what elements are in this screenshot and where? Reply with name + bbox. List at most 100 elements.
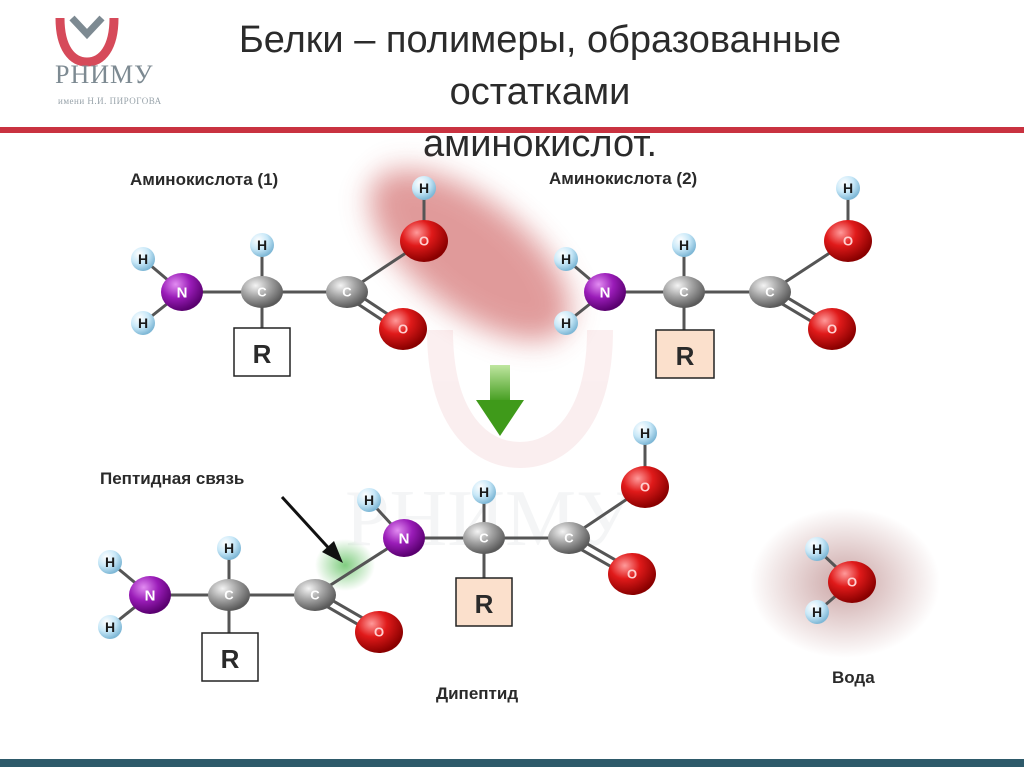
atom-symbol: C	[679, 285, 689, 300]
oxygen-atom: O	[608, 553, 656, 595]
atom-symbol: H	[640, 425, 650, 441]
logo-subtext: имени Н.И. ПИРОГОВА	[58, 96, 162, 106]
atom-symbol: O	[843, 234, 853, 249]
oxygen-atom: O	[824, 220, 872, 262]
atom-symbol: O	[827, 322, 837, 337]
hydrogen-atom: H	[633, 421, 657, 445]
hydrogen-atom: H	[131, 311, 155, 335]
nitrogen-atom-sphere	[161, 273, 203, 311]
carbon-atom: C	[548, 522, 590, 554]
atom-symbol: C	[564, 531, 574, 546]
hydrogen-atom: H	[357, 488, 381, 512]
carbon-atom-sphere	[548, 522, 590, 554]
hydrogen-atom-sphere	[217, 536, 241, 560]
hydrogen-atom-sphere	[98, 550, 122, 574]
atom-symbol: H	[364, 492, 374, 508]
hydrogen-atom-sphere	[672, 233, 696, 257]
oxygen-atom: O	[400, 220, 448, 262]
hydrogen-atom: H	[217, 536, 241, 560]
atom-symbol: H	[138, 251, 148, 267]
nitrogen-atom-sphere	[383, 519, 425, 557]
atom-symbol: H	[224, 540, 234, 556]
nitrogen-atom: N	[584, 273, 626, 311]
hydrogen-atom-sphere	[836, 176, 860, 200]
oxygen-atom-sphere	[379, 308, 427, 350]
nitrogen-atom: N	[383, 519, 425, 557]
hydrogen-atom-sphere	[250, 233, 274, 257]
hydrogen-atom-sphere	[98, 615, 122, 639]
atom-symbol: H	[812, 604, 822, 620]
carbon-atom: C	[663, 276, 705, 308]
hydrogen-atom-sphere	[805, 537, 829, 561]
hydrogen-atom: H	[131, 247, 155, 271]
carbon-atom: C	[241, 276, 283, 308]
nitrogen-atom: N	[161, 273, 203, 311]
atom-symbol: H	[105, 619, 115, 635]
radical-label: R	[475, 589, 494, 619]
hydrogen-atom: H	[805, 600, 829, 624]
hydrogen-atom: H	[250, 233, 274, 257]
atom-symbol: H	[479, 484, 489, 500]
hydrogen-atom: H	[672, 233, 696, 257]
atom-symbol: H	[812, 541, 822, 557]
oxygen-atom-sphere	[828, 561, 876, 603]
carbon-atom-sphere	[749, 276, 791, 308]
carbon-atom-sphere	[294, 579, 336, 611]
slide-title-line1: Белки – полимеры, образованные остатками	[238, 19, 842, 113]
hydrogen-atom: H	[98, 550, 122, 574]
carbon-atom: C	[294, 579, 336, 611]
atom-symbol: H	[419, 180, 429, 196]
radical-box-amino2: R	[655, 329, 715, 379]
atom-symbol: C	[765, 285, 775, 300]
atom-symbol: H	[138, 315, 148, 331]
atom-symbol: O	[640, 480, 650, 495]
atom-symbol: N	[145, 587, 156, 604]
atom-symbol: O	[398, 322, 408, 337]
logo	[52, 10, 172, 110]
carbon-atom-sphere	[241, 276, 283, 308]
oxygen-atom-sphere	[400, 220, 448, 262]
carbon-atom: C	[326, 276, 368, 308]
atom-symbol: H	[561, 251, 571, 267]
carbon-atom: C	[463, 522, 505, 554]
hydrogen-atom-sphere	[412, 176, 436, 200]
label-amino-acid-2: Аминокислота (2)	[549, 169, 697, 188]
radical-box-dipeptide-left: R	[201, 632, 259, 682]
atom-symbol: C	[342, 285, 352, 300]
atom-symbol: N	[600, 284, 611, 301]
label-dipeptide: Дипептид	[436, 684, 518, 703]
hydrogen-atom: H	[805, 537, 829, 561]
radical-box-dipeptide-right: R	[455, 577, 513, 627]
logo-emblem-icon	[55, 15, 119, 67]
atom-symbol: O	[627, 567, 637, 582]
nitrogen-atom-sphere	[584, 273, 626, 311]
atom-symbol: H	[679, 237, 689, 253]
hydrogen-atom: H	[554, 247, 578, 271]
hydrogen-atom: H	[412, 176, 436, 200]
hydrogen-atom: H	[554, 311, 578, 335]
footer-band	[0, 759, 1024, 767]
radical-label: R	[221, 644, 240, 674]
water-removal-highlight	[369, 169, 571, 341]
atom-symbol: C	[257, 285, 267, 300]
atom-symbol: H	[257, 237, 267, 253]
radical-label: R	[253, 339, 272, 369]
oxygen-atom: O	[808, 308, 856, 350]
label-peptide-bond: Пептидная связь	[100, 469, 244, 488]
title-divider	[0, 127, 1024, 133]
radical-label: R	[676, 341, 695, 371]
oxygen-atom: O	[355, 611, 403, 653]
atom-symbol: N	[399, 530, 410, 547]
hydrogen-atom-sphere	[131, 311, 155, 335]
hydrogen-atom: H	[472, 480, 496, 504]
oxygen-atom-sphere	[355, 611, 403, 653]
hydrogen-atom-sphere	[805, 600, 829, 624]
logo-text: РНИМУ	[55, 60, 154, 89]
carbon-atom: C	[749, 276, 791, 308]
atom-symbol: H	[561, 315, 571, 331]
radical-box-amino1: R	[233, 327, 291, 377]
hydrogen-atom-sphere	[554, 247, 578, 271]
oxygen-atom-sphere	[824, 220, 872, 262]
